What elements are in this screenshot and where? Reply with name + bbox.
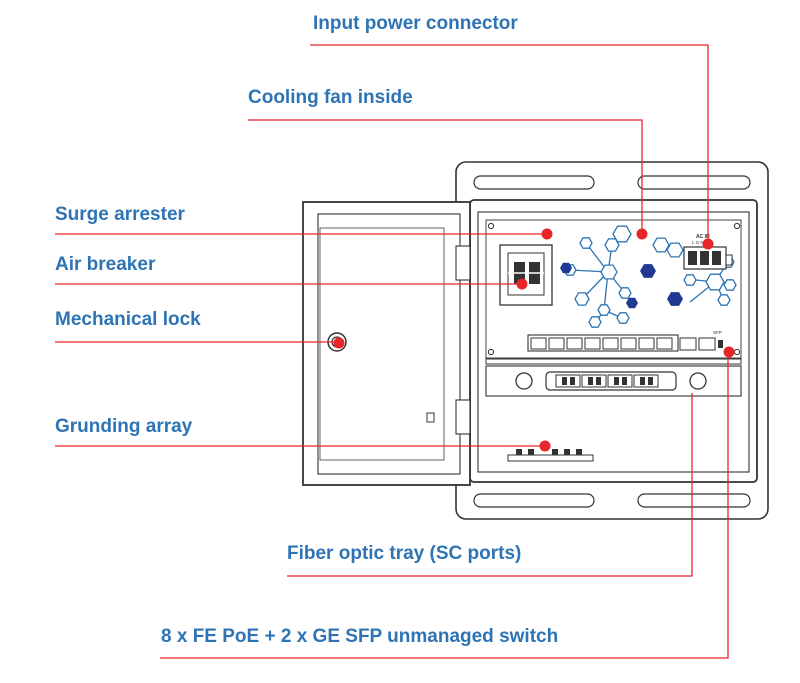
mounting-slot-top-left (473, 175, 595, 190)
ethernet-port (566, 337, 583, 350)
fiber-gland-right (689, 372, 707, 390)
door-hinge-top (455, 245, 471, 281)
power-terminal-marking: AC IN (696, 234, 710, 240)
grounding-bar (507, 449, 594, 462)
air-breaker-device (499, 244, 553, 306)
callout-dot-mech-lock (333, 337, 345, 349)
callout-dot-air-breaker (516, 278, 528, 290)
screw (487, 222, 495, 230)
mounting-slot-top-right (637, 175, 751, 190)
callout-dots (333, 228, 735, 452)
label-cooling-fan: Cooling fan inside (248, 87, 413, 108)
screw (733, 348, 741, 356)
callout-line-input-power (310, 44, 709, 242)
din-rail (485, 358, 742, 365)
ethernet-port (638, 337, 655, 350)
ethernet-port (548, 337, 565, 350)
ethernet-port (620, 337, 637, 350)
power-terminal-sub-marking: L G N (692, 240, 704, 245)
label-mechanical-lock: Mechanical lock (55, 309, 201, 330)
door-latch (426, 412, 435, 423)
ethernet-port (656, 337, 673, 350)
label-grounding-array: Grunding array (55, 416, 193, 437)
sc-adapter (555, 374, 581, 388)
switch-led (718, 340, 723, 348)
sc-adapter (633, 374, 659, 388)
network-hex-filled (560, 262, 683, 309)
mounting-slot-bottom-right (637, 493, 751, 508)
fiber-gland-left (515, 372, 533, 390)
screw (487, 348, 495, 356)
sfp-marking: SFP (713, 330, 722, 335)
power-terminal-block (683, 246, 733, 270)
label-fiber-tray: Fiber optic tray (SC ports) (287, 543, 522, 564)
sc-adapter (607, 374, 633, 388)
sfp-port (698, 337, 716, 351)
label-switch: 8 x FE PoE + 2 x GE SFP unmanaged switch (161, 626, 559, 647)
callout-line-fiber-tray (287, 393, 693, 577)
callout-dot-switch (723, 346, 735, 358)
network-hex-nodes (563, 225, 737, 328)
label-air-breaker: Air breaker (55, 254, 156, 275)
callout-line-switch (160, 353, 729, 659)
callout-dot-cooling-fan (636, 228, 648, 240)
ethernet-port (584, 337, 601, 350)
ethernet-port (602, 337, 619, 350)
switch-port-row (527, 334, 723, 352)
door-hinge-bottom (455, 399, 471, 435)
callout-lines (55, 44, 729, 659)
label-input-power: Input power connector (313, 13, 518, 34)
screw (733, 222, 741, 230)
callout-line-cooling-fan (248, 119, 643, 234)
callout-dot-grounding (539, 440, 551, 452)
sfp-port (679, 337, 697, 351)
ethernet-port (530, 337, 547, 350)
label-surge-arrester: Surge arrester (55, 204, 185, 225)
mounting-slot-bottom-left (473, 493, 595, 508)
callout-dot-input-power (702, 238, 714, 250)
sc-adapter-row (545, 371, 677, 391)
callout-dot-surge (541, 228, 553, 240)
sc-adapter (581, 374, 607, 388)
